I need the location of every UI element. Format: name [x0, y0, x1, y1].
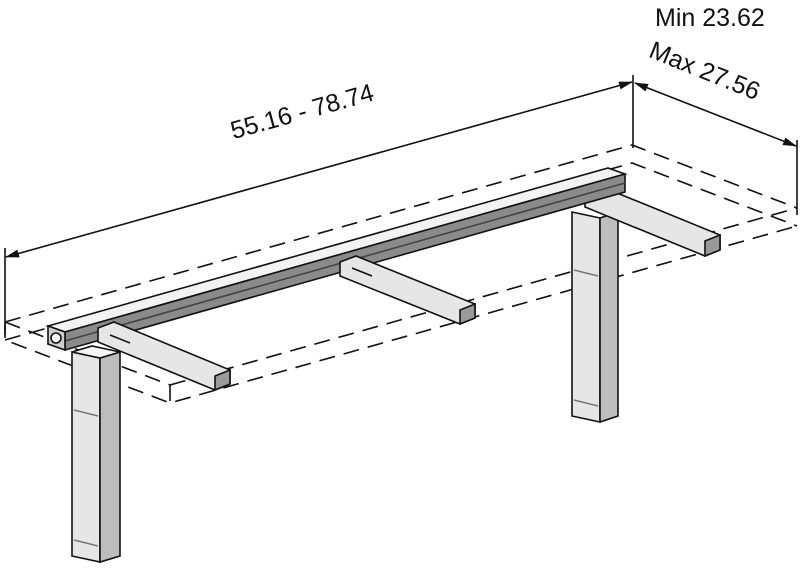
- main-beam: [45, 167, 628, 352]
- length-dimension-line: [5, 81, 633, 258]
- right-leg: [571, 210, 619, 424]
- depth-min-label: Min 23.62: [655, 4, 765, 32]
- middle-arm: [339, 255, 476, 326]
- depth-dimension-line: [634, 82, 797, 147]
- dimension-lines: [4, 75, 798, 335]
- left-leg: [71, 345, 121, 564]
- left-arm: [97, 321, 231, 392]
